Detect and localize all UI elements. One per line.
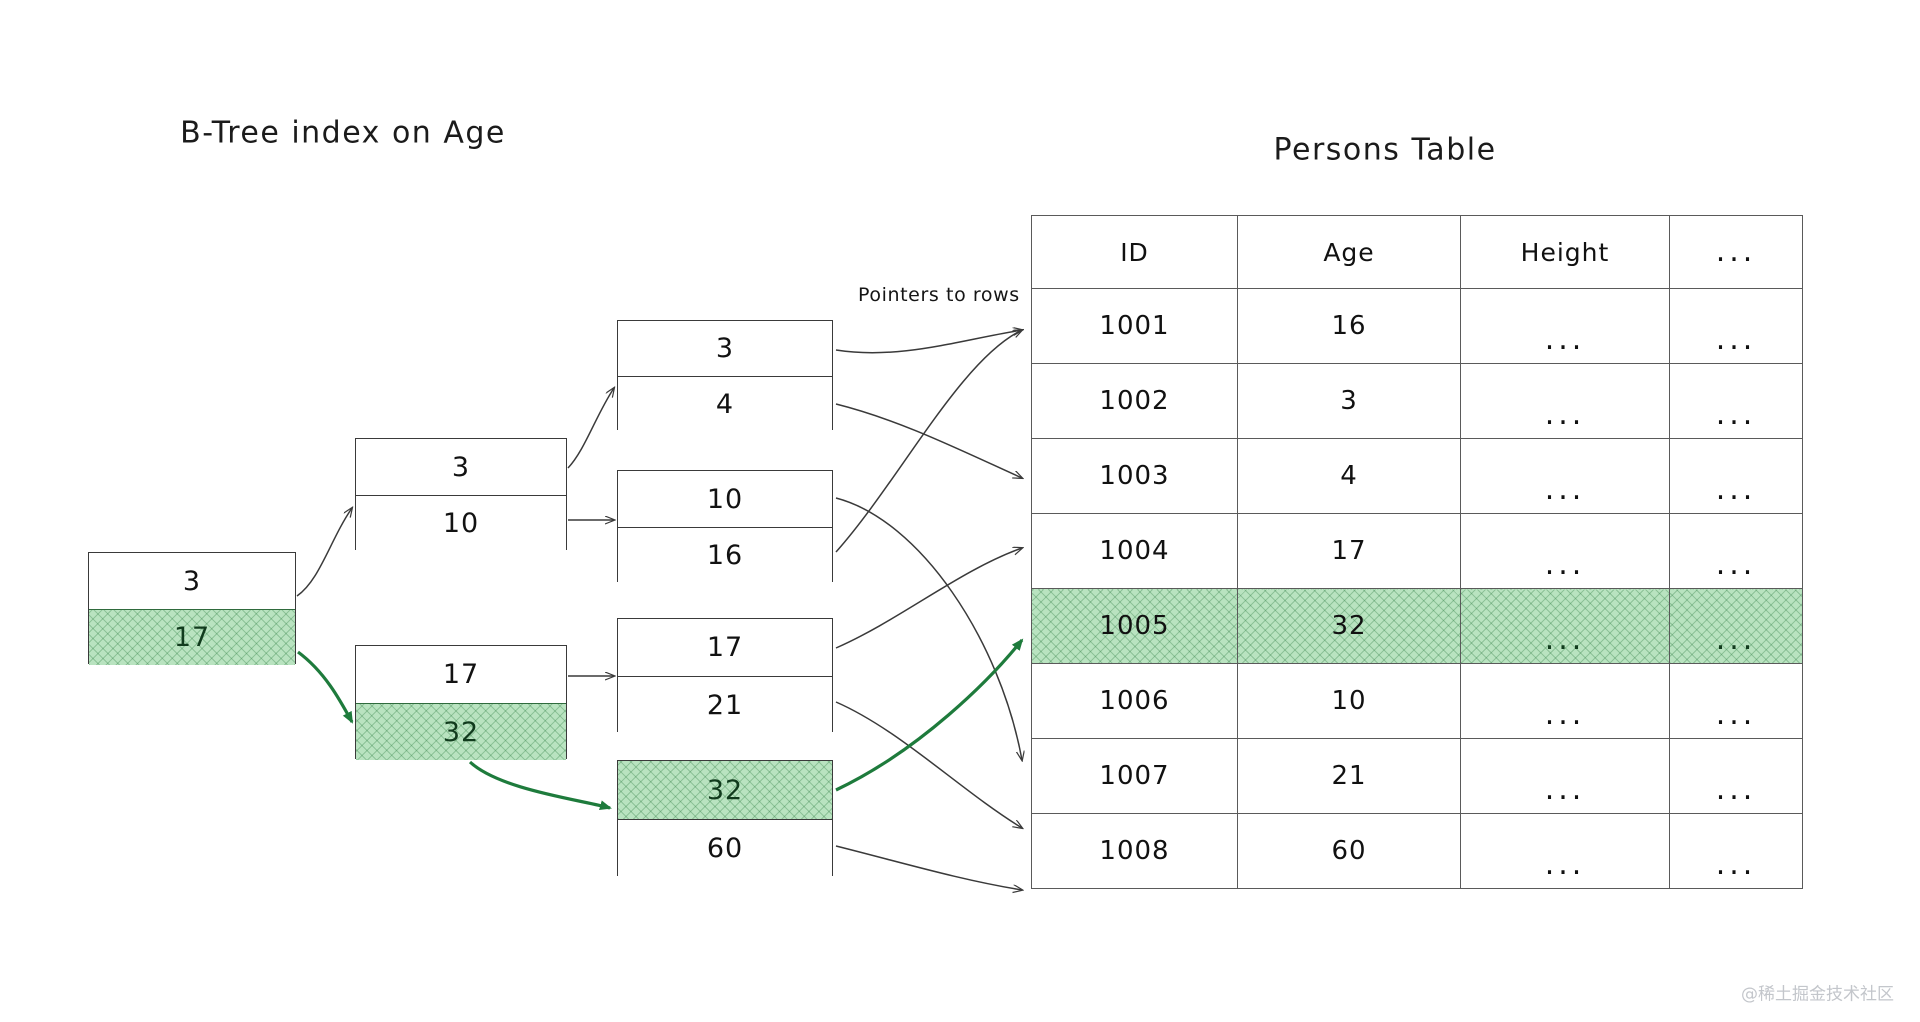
cell-more: ... — [1669, 288, 1803, 364]
cell-id: 1007 — [1031, 738, 1238, 814]
cell-id: 1001 — [1031, 288, 1238, 364]
cell-height: ... — [1460, 663, 1670, 739]
table-row[interactable]: 1004 17 ... ... — [1031, 513, 1803, 589]
btree-cell[interactable]: 17 — [618, 619, 832, 676]
btree-internal-node-1[interactable]: 3 10 — [355, 438, 567, 551]
btree-leaf-node-2[interactable]: 10 16 — [617, 470, 833, 583]
cell-age: 60 — [1237, 813, 1461, 889]
cell-id: 1008 — [1031, 813, 1238, 889]
watermark: @稀土掘金技术社区 — [1741, 984, 1894, 1005]
btree-cell[interactable]: 3 — [618, 321, 832, 376]
cell-id: 1006 — [1031, 663, 1238, 739]
cell-id: 1004 — [1031, 513, 1238, 589]
cell-more: ... — [1669, 513, 1803, 589]
cell-height: ... — [1460, 738, 1670, 814]
cell-height: ... — [1460, 438, 1670, 514]
cell-age: 4 — [1237, 438, 1461, 514]
cell-more: ... — [1669, 438, 1803, 514]
column-header-age: Age — [1237, 215, 1461, 289]
btree-root-node[interactable]: 3 17 — [88, 552, 296, 665]
cell-id: 1003 — [1031, 438, 1238, 514]
cell-height: ... — [1460, 588, 1670, 664]
cell-id: 1002 — [1031, 363, 1238, 439]
cell-id: 1005 — [1031, 588, 1238, 664]
table-row[interactable]: 1008 60 ... ... — [1031, 813, 1803, 889]
btree-cell[interactable]: 17 — [356, 646, 566, 703]
table-row-highlighted[interactable]: 1005 32 ... ... — [1031, 588, 1803, 664]
cell-more: ... — [1669, 738, 1803, 814]
cell-more: ... — [1669, 663, 1803, 739]
cell-height: ... — [1460, 288, 1670, 364]
column-header-height: Height — [1460, 215, 1670, 289]
btree-internal-node-2[interactable]: 17 32 — [355, 645, 567, 760]
btree-cell[interactable]: 10 — [618, 471, 832, 527]
cell-age: 10 — [1237, 663, 1461, 739]
btree-cell-highlighted[interactable]: 32 — [356, 703, 566, 760]
cell-age: 17 — [1237, 513, 1461, 589]
cell-age: 21 — [1237, 738, 1461, 814]
btree-leaf-node-3[interactable]: 17 21 — [617, 618, 833, 733]
cell-age: 16 — [1237, 288, 1461, 364]
btree-leaf-node-4[interactable]: 32 60 — [617, 760, 833, 877]
btree-leaf-node-1[interactable]: 3 4 — [617, 320, 833, 431]
btree-cell[interactable]: 4 — [618, 376, 832, 431]
btree-cell-highlighted[interactable]: 17 — [89, 609, 295, 665]
pointers-to-rows-label: Pointers to rows — [858, 284, 1020, 306]
cell-age: 3 — [1237, 363, 1461, 439]
column-header-more: ... — [1669, 215, 1803, 289]
cell-height: ... — [1460, 813, 1670, 889]
table-row[interactable]: 1001 16 ... ... — [1031, 288, 1803, 364]
btree-cell-highlighted[interactable]: 32 — [618, 761, 832, 819]
table-row[interactable]: 1006 10 ... ... — [1031, 663, 1803, 739]
btree-cell[interactable]: 3 — [89, 553, 295, 609]
table-row[interactable]: 1003 4 ... ... — [1031, 438, 1803, 514]
btree-cell[interactable]: 60 — [618, 819, 832, 877]
table-row[interactable]: 1007 21 ... ... — [1031, 738, 1803, 814]
cell-age: 32 — [1237, 588, 1461, 664]
cell-more: ... — [1669, 588, 1803, 664]
cell-height: ... — [1460, 513, 1670, 589]
persons-table: ID Age Height ... 1001 16 ... ... 1002 3… — [1031, 215, 1803, 889]
cell-height: ... — [1460, 363, 1670, 439]
btree-cell[interactable]: 10 — [356, 495, 566, 551]
cell-more: ... — [1669, 813, 1803, 889]
btree-cell[interactable]: 21 — [618, 676, 832, 733]
column-header-id: ID — [1031, 215, 1238, 289]
cell-more: ... — [1669, 363, 1803, 439]
btree-cell[interactable]: 16 — [618, 527, 832, 583]
btree-title: B-Tree index on Age — [180, 115, 506, 151]
table-row[interactable]: 1002 3 ... ... — [1031, 363, 1803, 439]
table-header-row: ID Age Height ... — [1031, 215, 1803, 289]
persons-table-title: Persons Table — [1273, 132, 1497, 168]
btree-cell[interactable]: 3 — [356, 439, 566, 495]
